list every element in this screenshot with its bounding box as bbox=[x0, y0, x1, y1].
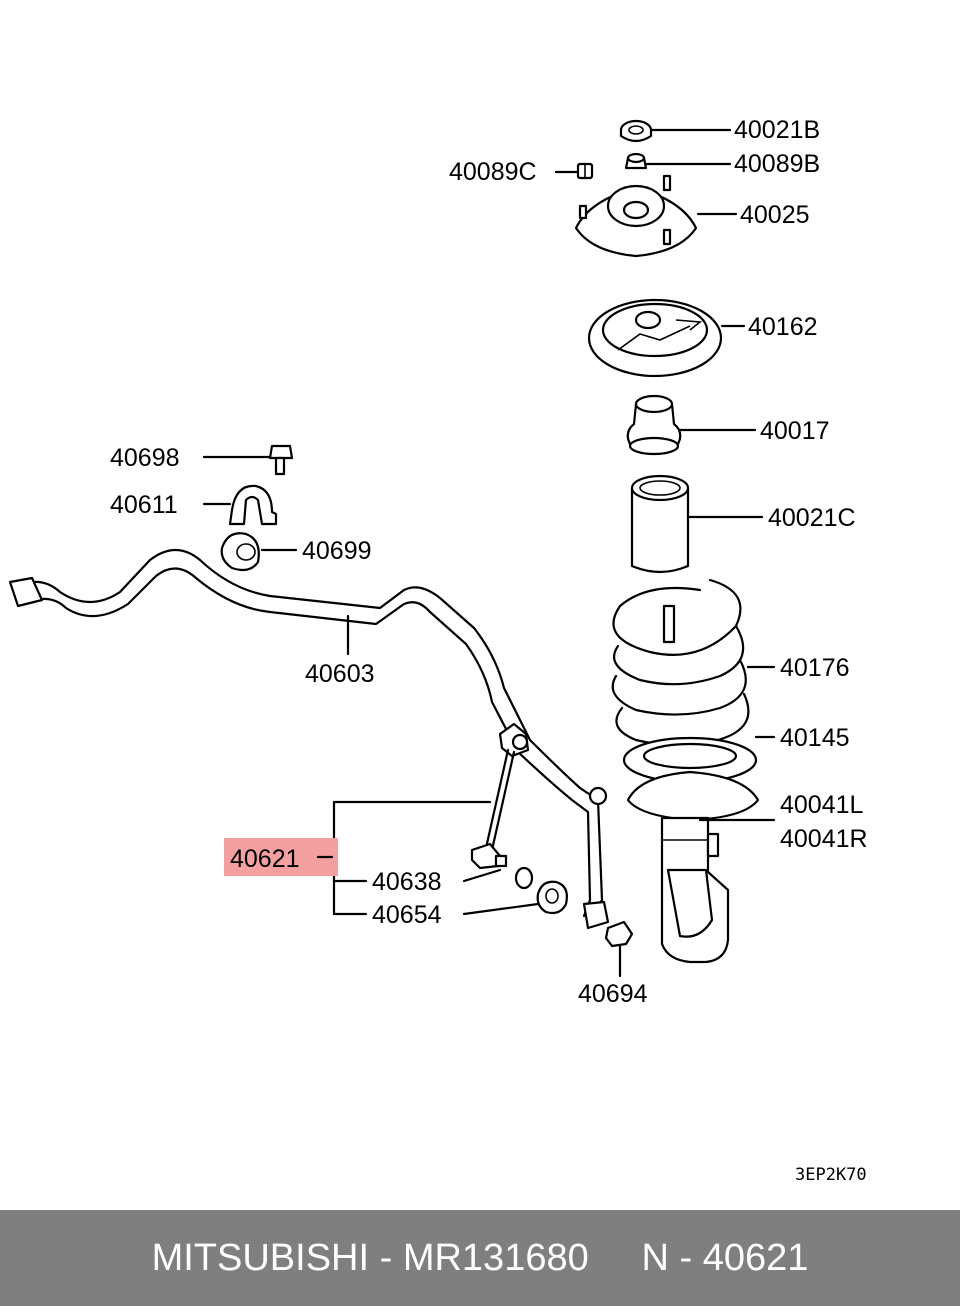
label-40021c: 40021C bbox=[768, 504, 856, 532]
label-40089b: 40089B bbox=[734, 150, 820, 178]
label-40699: 40699 bbox=[302, 537, 372, 565]
label-40621: 40621 bbox=[230, 845, 300, 873]
label-40041r: 40041R bbox=[780, 825, 868, 853]
footer-bar: MITSUBISHI - MR131680 N - 40621 bbox=[0, 1210, 960, 1306]
footer-part-number: MITSUBISHI - MR131680 N - 40621 bbox=[151, 1236, 809, 1279]
strut-assembly-part bbox=[626, 770, 760, 964]
figure-code: 3EP2K70 bbox=[795, 1165, 867, 1185]
o-ring-part bbox=[514, 866, 534, 890]
bar-clamp-part bbox=[228, 484, 278, 526]
label-40017: 40017 bbox=[760, 417, 830, 445]
label-40025: 40025 bbox=[740, 201, 810, 229]
stabilizer-link-part bbox=[470, 722, 530, 870]
label-40162: 40162 bbox=[748, 313, 818, 341]
dust-cap-part bbox=[619, 119, 653, 143]
mount-nut-part bbox=[624, 152, 648, 170]
label-40603: 40603 bbox=[305, 660, 375, 688]
bar-bushing-part bbox=[220, 532, 260, 572]
link-bushing-part bbox=[536, 880, 568, 915]
label-40089c: 40089C bbox=[449, 158, 537, 186]
clamp-bolt-part bbox=[268, 444, 294, 476]
bump-stopper-part bbox=[626, 394, 682, 456]
link-nut-part bbox=[604, 920, 634, 948]
label-40698: 40698 bbox=[110, 444, 180, 472]
spring-seat-part bbox=[587, 298, 723, 378]
label-40654: 40654 bbox=[372, 901, 442, 929]
small-nut-part bbox=[576, 162, 594, 180]
label-40021b: 40021B bbox=[734, 116, 820, 144]
label-40694: 40694 bbox=[578, 980, 648, 1008]
label-40041l: 40041L bbox=[780, 791, 864, 819]
link-group-bracket bbox=[332, 800, 492, 916]
label-40611: 40611 bbox=[110, 491, 178, 519]
spring-insulator-part bbox=[622, 736, 758, 784]
label-40145: 40145 bbox=[780, 724, 850, 752]
coil-spring-part bbox=[611, 578, 750, 747]
dust-boot-part bbox=[630, 474, 690, 574]
strut-mount-part bbox=[574, 174, 698, 258]
label-40176: 40176 bbox=[780, 654, 850, 682]
label-40638: 40638 bbox=[372, 868, 442, 896]
parts-diagram: 40021B 40089B 40089C 40025 40162 40017 4… bbox=[8, 116, 868, 1185]
